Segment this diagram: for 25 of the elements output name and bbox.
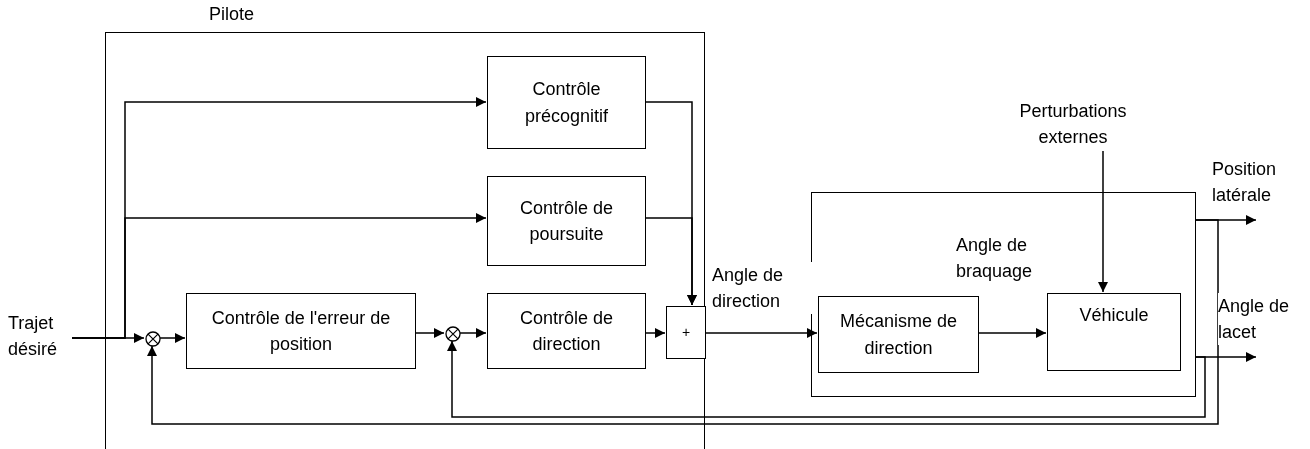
system-box	[811, 192, 1196, 397]
summing-junction	[445, 326, 461, 342]
disturbance-label: Perturbations externes	[1012, 97, 1134, 151]
arrow	[704, 328, 818, 338]
arrow	[1098, 150, 1108, 293]
arrow	[977, 328, 1047, 338]
arrow	[147, 219, 1219, 425]
arrow	[414, 328, 445, 338]
arrow	[159, 333, 186, 343]
process-box: Contrôle de poursuite	[487, 176, 646, 266]
group-heading: Pilote	[209, 4, 255, 25]
arrow	[459, 328, 487, 338]
input-label: Trajet désiré	[8, 305, 72, 367]
arrow	[71, 213, 487, 339]
process-box: Contrôle de direction	[487, 293, 646, 369]
summing-block: +	[666, 306, 706, 359]
process-box: Mécanisme de direction	[818, 296, 979, 373]
process-box: Contrôle de l'erreur de position	[186, 293, 416, 369]
arrow	[644, 217, 697, 306]
arrow	[447, 340, 1206, 418]
process-box: Véhicule	[1047, 293, 1181, 371]
arrow	[644, 328, 666, 338]
edge-label: Angle de direction	[712, 262, 812, 315]
process-box: Contrôle précognitif	[487, 56, 646, 149]
summing-junction	[145, 331, 161, 347]
